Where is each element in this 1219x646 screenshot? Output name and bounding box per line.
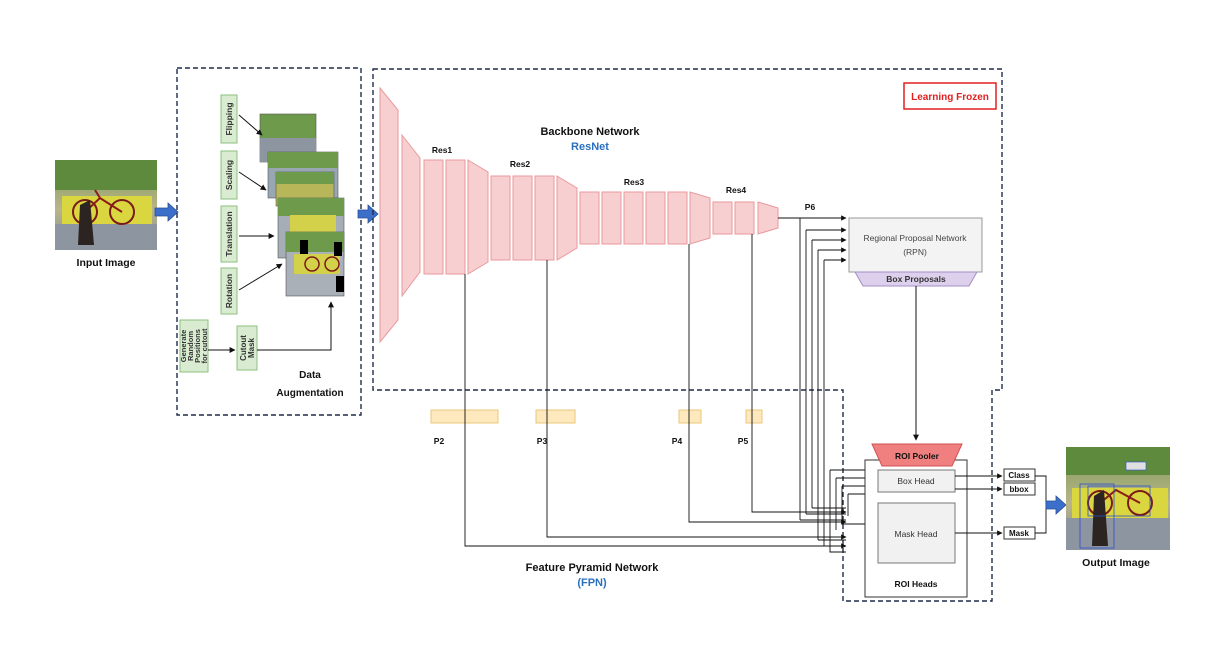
res4-label: Res4	[726, 185, 747, 195]
res4-block-1	[712, 201, 733, 235]
augmentation-flipping-block: Flipping	[220, 94, 238, 144]
bbox-output-box	[1003, 482, 1036, 496]
mask-output-label: Mask	[1009, 529, 1030, 538]
res3-block-1	[579, 191, 600, 245]
head-output-arrows	[955, 473, 1003, 536]
resnet-stages	[379, 86, 779, 344]
backbone-title: Backbone Network	[540, 126, 640, 138]
cutout-mask-block: Cutout Mask	[236, 325, 258, 371]
rpn-label-line1: Regional Proposal Network	[864, 233, 968, 243]
roi-pooler-trapezoid	[871, 443, 963, 467]
rotation-label: Rotation	[224, 274, 234, 308]
fpn-connectors	[464, 234, 879, 553]
generate-line-2: Random	[186, 331, 195, 361]
res1-block-3	[467, 159, 489, 275]
generate-random-positions-block: Generate Random Positions for cutout	[179, 319, 209, 373]
input-image	[55, 160, 157, 250]
box-head-label: Box Head	[897, 476, 935, 486]
learning-frozen-badge	[903, 82, 997, 110]
p4-label: P4	[672, 436, 683, 446]
input-to-augmentation-arrow	[154, 202, 179, 222]
res1-block-2	[445, 159, 466, 275]
class-output-box	[1003, 468, 1036, 482]
res2-block-3	[534, 175, 555, 261]
data-augmentation-box	[176, 67, 362, 416]
res3-label: Res3	[624, 177, 645, 187]
res4-block-2	[734, 201, 755, 235]
rpn-box	[848, 217, 983, 273]
translation-label: Translation	[224, 211, 234, 256]
p5-block	[745, 409, 763, 424]
fpn-title: Feature Pyramid Network	[526, 562, 660, 574]
roi-heads-label: ROI Heads	[895, 579, 938, 589]
res2-block-4	[556, 175, 578, 261]
augmentation-rotation-block: Rotation	[220, 267, 238, 315]
res3-block-2	[601, 191, 622, 245]
output-image-label: Output Image	[1082, 557, 1150, 569]
res3-block-4	[645, 191, 666, 245]
p5-label: P5	[738, 436, 749, 446]
augmented-image-stack	[259, 113, 345, 297]
res3-block-6	[689, 191, 711, 245]
generate-line-3: Positions	[193, 329, 202, 363]
res4-block-3	[757, 201, 779, 235]
res2-label: Res2	[510, 159, 531, 169]
res2-block-1	[490, 175, 511, 261]
flipping-label: Flipping	[224, 102, 234, 135]
augmentation-arrows	[238, 114, 283, 291]
input-image-label: Input Image	[77, 257, 136, 269]
backbone-to-rpn-connectors	[778, 215, 847, 546]
generate-line-4: for cutout	[200, 328, 209, 363]
cutout-to-images-arrow	[257, 301, 334, 351]
box-proposals-trapezoid	[854, 271, 978, 287]
backbone-subtitle: ResNet	[571, 141, 609, 153]
roi-pooler-label: ROI Pooler	[895, 451, 940, 461]
output-image	[1066, 447, 1170, 550]
mask-head-box	[877, 502, 956, 564]
res3-block-5	[667, 191, 688, 245]
rpn-label-line2: (RPN)	[903, 247, 927, 257]
res3-block-3	[623, 191, 644, 245]
outputs-merge-connector	[1035, 475, 1047, 534]
generate-line-1: Generate	[179, 330, 188, 363]
scaling-label: Scaling	[224, 160, 234, 190]
res1-block-1	[423, 159, 444, 275]
box-proposals-label: Box Proposals	[886, 274, 946, 284]
cutout-line-1: Cutout	[239, 335, 248, 361]
learning-frozen-label: Learning Frozen	[911, 92, 989, 103]
learning-frozen-region	[372, 68, 1003, 602]
bbox-output-label: bbox	[1009, 485, 1029, 494]
augmentation-translation-block: Translation	[220, 205, 238, 263]
cutout-line-2: Mask	[247, 337, 256, 358]
p4-block	[678, 409, 702, 424]
res1-label: Res1	[432, 145, 453, 155]
box-head-box	[877, 469, 956, 493]
stem-trapezoid-1	[379, 86, 399, 344]
class-output-label: Class	[1008, 471, 1030, 480]
p6-label: P6	[805, 202, 816, 212]
p2-label: P2	[434, 436, 445, 446]
augmentation-scaling-block: Scaling	[220, 150, 238, 200]
mask-head-label: Mask Head	[895, 529, 938, 539]
p2-block	[430, 409, 499, 424]
stem-trapezoid-2	[401, 133, 421, 298]
data-augmentation-label-line1: Data	[299, 370, 321, 381]
res2-block-2	[512, 175, 533, 261]
fpn-subtitle: (FPN)	[577, 577, 607, 589]
data-augmentation-label-line2: Augmentation	[276, 388, 343, 399]
fpn-blocks	[430, 409, 763, 424]
outputs-to-output-image-arrow	[1045, 495, 1067, 515]
p3-label: P3	[537, 436, 548, 446]
p3-block	[535, 409, 576, 424]
